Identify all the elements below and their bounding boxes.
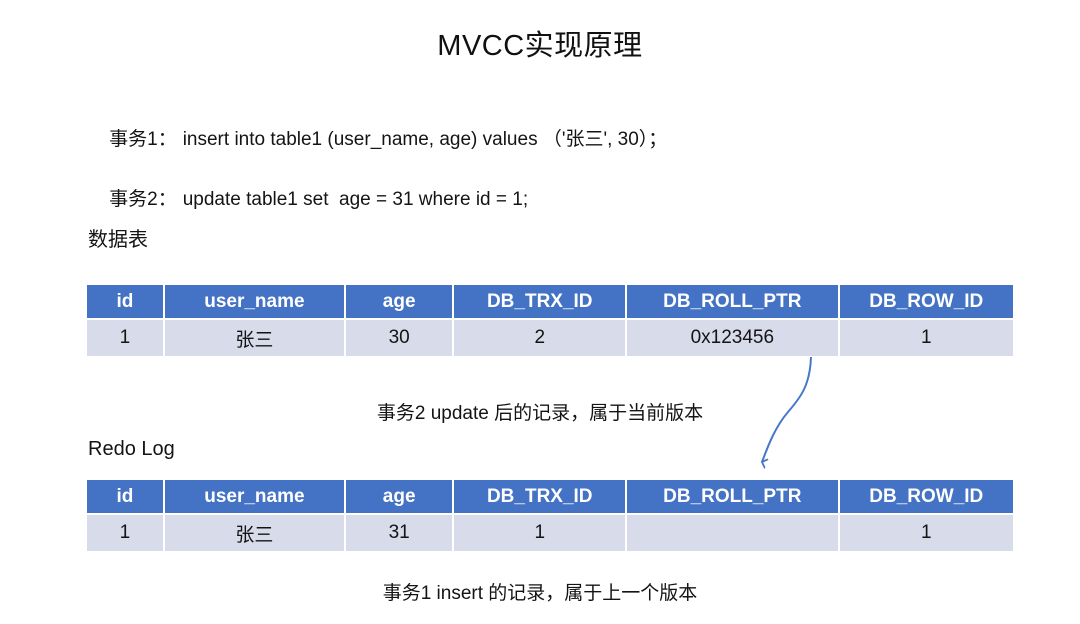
data-table-header-row: id user_name age DB_TRX_ID DB_ROLL_PTR D… — [85, 283, 1016, 320]
redo-log-label: Redo Log — [88, 438, 175, 460]
column-header-db-roll-ptr: DB_ROLL_PTR — [625, 478, 840, 515]
column-header-user-name: user_name — [162, 478, 346, 515]
redo-log-header-row: id user_name age DB_TRX_ID DB_ROLL_PTR D… — [85, 478, 1016, 515]
cell-db-row-id: 1 — [837, 513, 1016, 553]
transaction-1-label: 事务1： — [109, 129, 177, 150]
transaction-2-sql: update table1 set age = 31 where id = 1; — [182, 189, 529, 210]
column-header-db-row-id: DB_ROW_ID — [837, 283, 1016, 320]
column-header-db-roll-ptr: DB_ROLL_PTR — [625, 283, 840, 320]
cell-age: 31 — [343, 513, 455, 553]
transaction-1-statement: 事务1：insert into table1 (user_name, age) … — [88, 102, 667, 173]
table-row: 1 张三 31 1 1 — [85, 513, 1016, 553]
previous-version-caption: 事务1 insert 的记录，属于上一个版本 — [382, 583, 698, 604]
column-header-id: id — [85, 478, 165, 515]
cell-db-trx-id: 1 — [452, 513, 628, 553]
transaction-2-label: 事务2： — [109, 189, 177, 210]
column-header-age: age — [343, 283, 455, 320]
transaction-2-statement: 事务2：update table1 set age = 31 where id … — [88, 162, 528, 233]
cell-age: 30 — [343, 318, 455, 358]
transaction-1-sql: insert into table1 (user_name, age) valu… — [182, 129, 668, 150]
column-header-db-row-id: DB_ROW_ID — [837, 478, 1016, 515]
page-title: MVCC实现原理 — [437, 30, 643, 62]
cell-db-trx-id: 2 — [452, 318, 628, 358]
cell-id: 1 — [85, 513, 165, 553]
column-header-db-trx-id: DB_TRX_ID — [452, 478, 628, 515]
column-header-id: id — [85, 283, 165, 320]
column-header-age: age — [343, 478, 455, 515]
current-version-caption: 事务2 update 后的记录，属于当前版本 — [376, 403, 704, 424]
cell-id: 1 — [85, 318, 165, 358]
table-row: 1 张三 30 2 0x123456 1 — [85, 318, 1016, 358]
data-table: id user_name age DB_TRX_ID DB_ROLL_PTR D… — [85, 283, 1016, 358]
column-header-db-trx-id: DB_TRX_ID — [452, 283, 628, 320]
column-header-user-name: user_name — [162, 283, 346, 320]
cell-db-row-id: 1 — [837, 318, 1016, 358]
cell-user-name: 张三 — [162, 513, 346, 553]
cell-user-name: 张三 — [162, 318, 346, 358]
cell-db-roll-ptr: 0x123456 — [625, 318, 840, 358]
cell-db-roll-ptr — [625, 513, 840, 553]
redo-log-table: id user_name age DB_TRX_ID DB_ROLL_PTR D… — [85, 478, 1016, 553]
data-table-label: 数据表 — [88, 229, 148, 251]
